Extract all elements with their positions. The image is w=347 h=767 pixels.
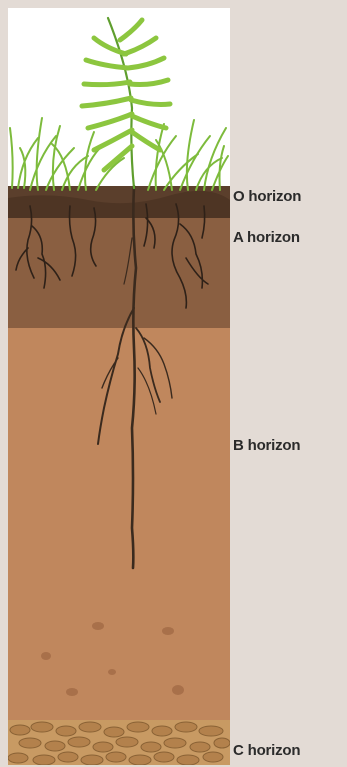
c-horizon-label: C horizon <box>233 742 300 759</box>
soil-profile-illustration <box>8 8 230 765</box>
b-horizon-layer <box>8 326 230 765</box>
o-horizon-label: O horizon <box>233 188 301 205</box>
b-horizon-label: B horizon <box>233 437 300 454</box>
a-horizon-label: A horizon <box>233 229 300 246</box>
c-horizon-layer <box>8 720 230 765</box>
